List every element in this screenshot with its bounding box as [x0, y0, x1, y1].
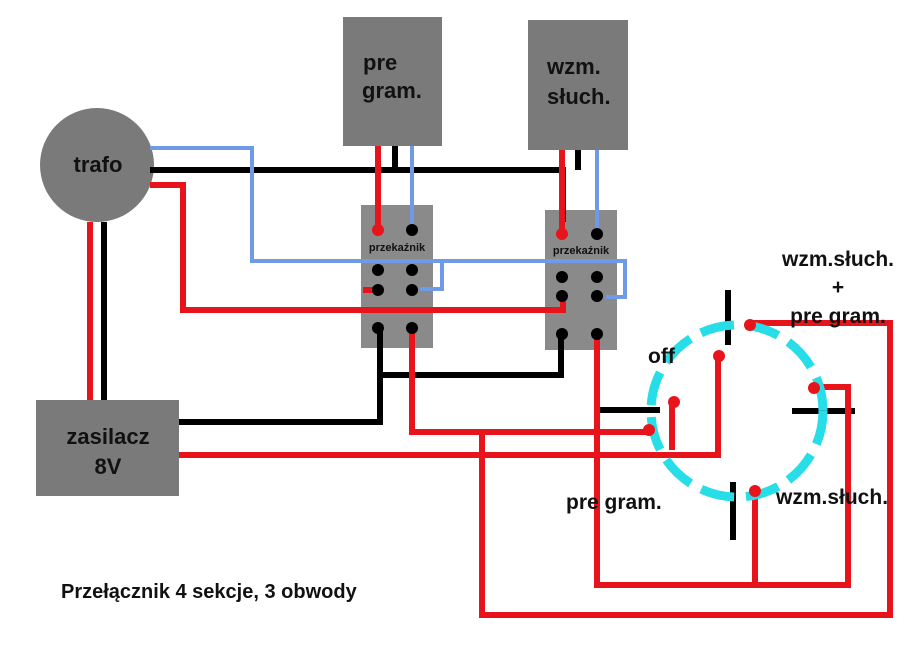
- relay-2-pin: [591, 290, 603, 302]
- wire-black-relay1-relay2: [380, 334, 564, 378]
- relay-1-label: przekaźnik: [369, 242, 426, 254]
- contact-both: [744, 319, 756, 331]
- relay-1: [361, 205, 433, 348]
- relay-1-pin: [372, 264, 384, 276]
- wire-black-zasilacz-relay1: [179, 328, 383, 425]
- blue-wires: [150, 146, 627, 299]
- relay-2-pins: [556, 228, 603, 340]
- wzm-sluch-box: [528, 20, 628, 150]
- switch-pos-both-2: +: [832, 276, 844, 299]
- relay-2-label: przekaźnik: [553, 245, 610, 257]
- contact-pre-gram: [643, 424, 655, 436]
- wire-blue-relay1-loop: [420, 261, 444, 291]
- wire-red-relay2-loop: [594, 334, 851, 588]
- switch-pos-pre-gram: pre gram.: [566, 491, 662, 514]
- contact-common: [668, 396, 680, 408]
- wire-red-loop-both: [479, 320, 893, 618]
- relay-1-pin: [406, 322, 418, 334]
- switch-contacts: [643, 319, 820, 497]
- relay-1-pin: [372, 284, 384, 296]
- wzm-sluch-label-2: słuch.: [547, 84, 611, 109]
- relay-2-pin: [556, 290, 568, 302]
- contact-wzm-sluch: [749, 485, 761, 497]
- pre-gram-box: [343, 17, 442, 146]
- contact-off: [713, 350, 725, 362]
- wire-red-zasilacz-switch: [179, 355, 721, 458]
- relay-1-pin: [372, 224, 384, 236]
- relay-2-pin: [591, 228, 603, 240]
- relay-2-pin: [556, 271, 568, 283]
- pre-gram-label-1: pre: [363, 50, 397, 75]
- switch-pos-both-3: pre gram.: [790, 305, 886, 328]
- switch-ring: [646, 320, 828, 502]
- relay-1-pin: [406, 264, 418, 276]
- relay-2-pin: [591, 328, 603, 340]
- wire-black-trafo: [150, 167, 566, 222]
- trafo-node: [40, 108, 154, 222]
- wire-red-relay1-switch: [409, 328, 648, 435]
- relay-2-pin: [591, 271, 603, 283]
- pre-gram-label-2: gram.: [362, 78, 422, 103]
- switch-pos-wzm-sluch: wzm.słuch.: [775, 486, 888, 509]
- red-wires: [87, 146, 893, 618]
- switch-pos-both-1: wzm.słuch.: [781, 248, 894, 271]
- switch-pos-off: off: [648, 345, 676, 368]
- wzm-sluch-label-1: wzm.: [546, 54, 601, 79]
- relay-1-pin: [406, 284, 418, 296]
- caption: Przełącznik 4 sekcje, 3 obwody: [61, 581, 358, 603]
- relay-1-pin: [372, 322, 384, 334]
- relay-2-pin: [556, 328, 568, 340]
- zasilacz-label-1: zasilacz: [66, 424, 149, 449]
- trafo-label: trafo: [74, 152, 123, 177]
- wire-red-trafo-relay2: [150, 182, 566, 313]
- wire-blue-trafo: [150, 146, 627, 299]
- contact-right: [808, 382, 820, 394]
- relay-2: [545, 210, 617, 350]
- relay-1-pins: [372, 224, 418, 334]
- relay-2-pin: [556, 228, 568, 240]
- zasilacz-label-2: 8V: [95, 454, 122, 479]
- zasilacz-box: [36, 400, 179, 496]
- relay-1-pin: [406, 224, 418, 236]
